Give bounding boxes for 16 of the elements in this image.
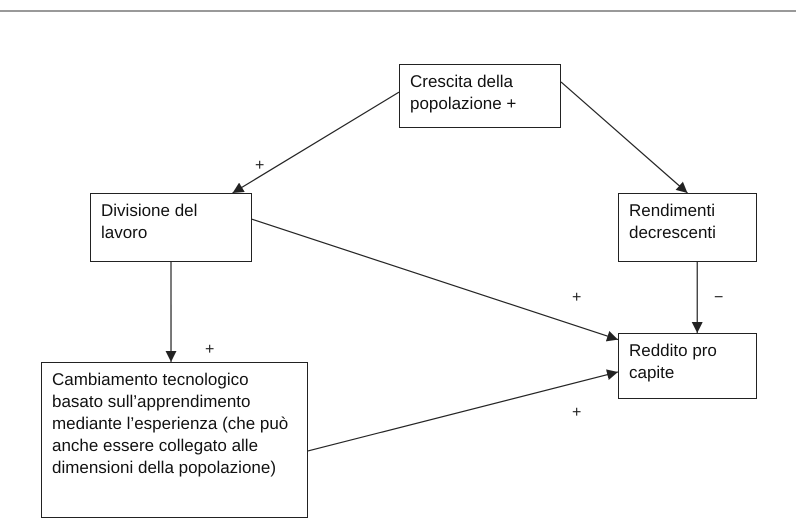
edge-label: +: [205, 342, 214, 358]
arrow: [232, 92, 400, 194]
edge-label: −: [714, 290, 724, 306]
text-box: Divisione del lavoro: [90, 193, 252, 262]
arrow: [560, 81, 688, 194]
text-box: Cambiamento tecnologico basato sull’apprendimento mediante l’esperienza (che può anche essere collegato alle dimensioni della popolazione): [41, 362, 308, 518]
text-box: Reddito pro capite: [618, 333, 757, 399]
edge-label: +: [255, 158, 264, 174]
arrow: [692, 262, 703, 333]
edge-label: +: [572, 290, 582, 306]
arrow: [166, 262, 177, 362]
arrow: [252, 218, 618, 342]
text-box: Crescita della popolazione +: [399, 64, 561, 128]
arrow: [308, 369, 618, 452]
edge-label: +: [572, 405, 582, 421]
text-box: Rendimenti decrescenti: [618, 193, 757, 262]
